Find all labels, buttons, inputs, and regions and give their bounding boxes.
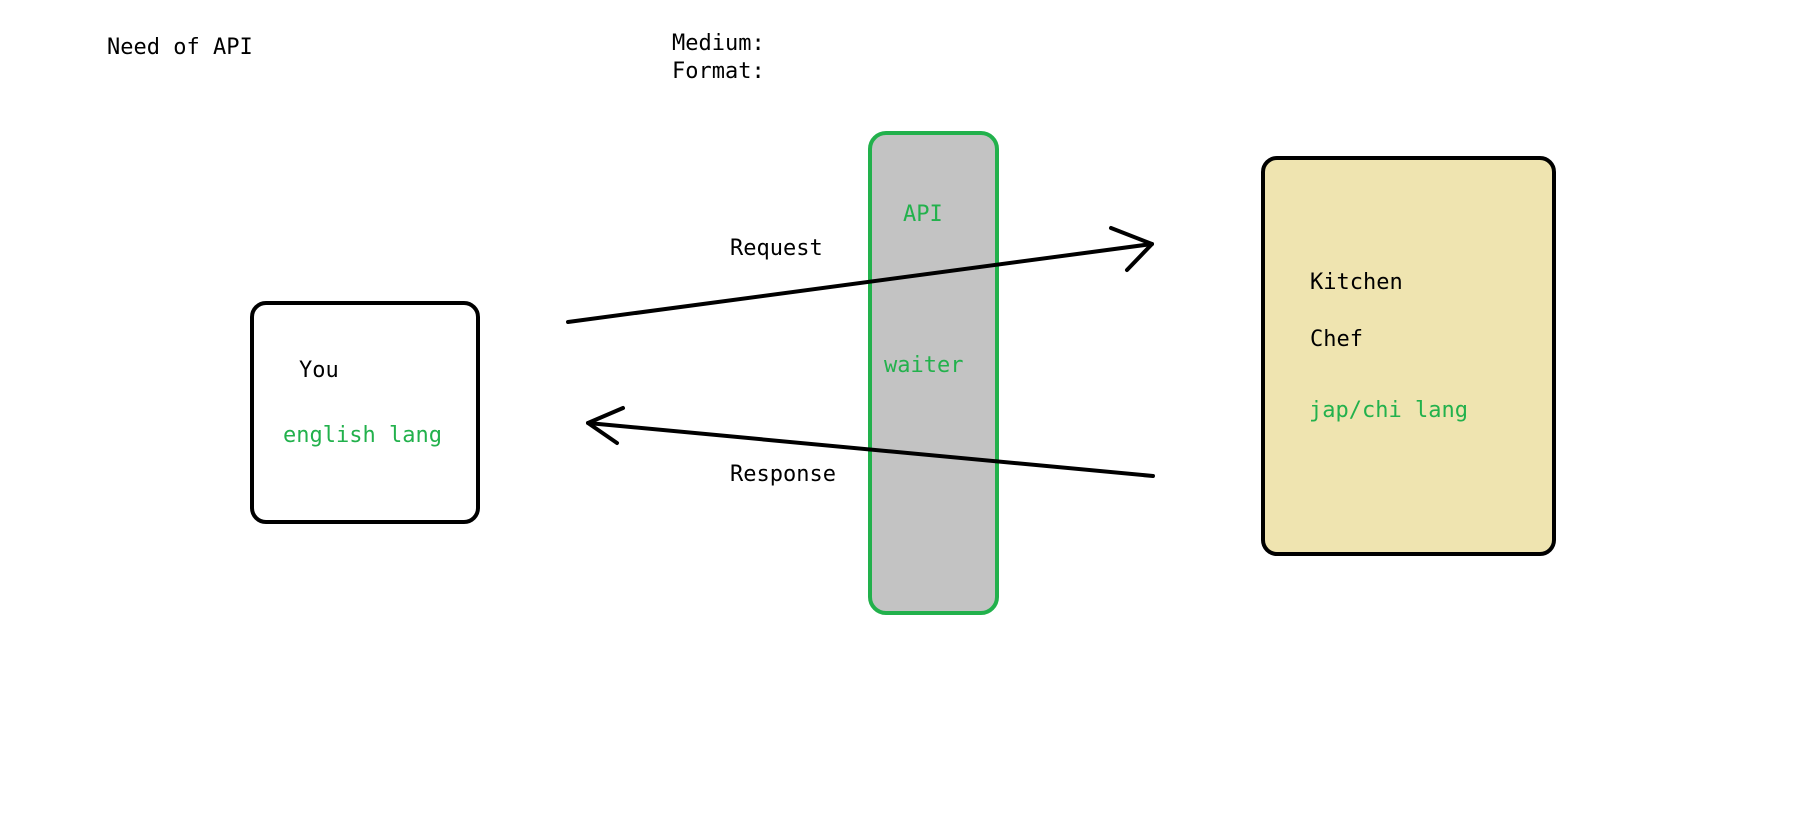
server-language: jap/chi lang — [1309, 398, 1468, 423]
request-arrow — [566, 226, 1154, 324]
diagram-title: Need of API — [107, 35, 253, 60]
client-name: You — [299, 358, 339, 383]
request-label: Request — [730, 236, 823, 261]
client-box — [250, 301, 480, 524]
client-language: english lang — [283, 423, 442, 448]
server-name: Kitchen — [1310, 270, 1403, 295]
waiter-label: waiter — [884, 353, 963, 378]
api-label: API — [903, 202, 943, 227]
response-arrow — [586, 406, 1155, 478]
medium-label: Medium: — [672, 31, 765, 56]
format-label: Format: — [672, 59, 765, 84]
server-role: Chef — [1310, 327, 1363, 352]
server-box — [1261, 156, 1556, 556]
response-label: Response — [730, 462, 836, 487]
api-box — [868, 131, 999, 615]
